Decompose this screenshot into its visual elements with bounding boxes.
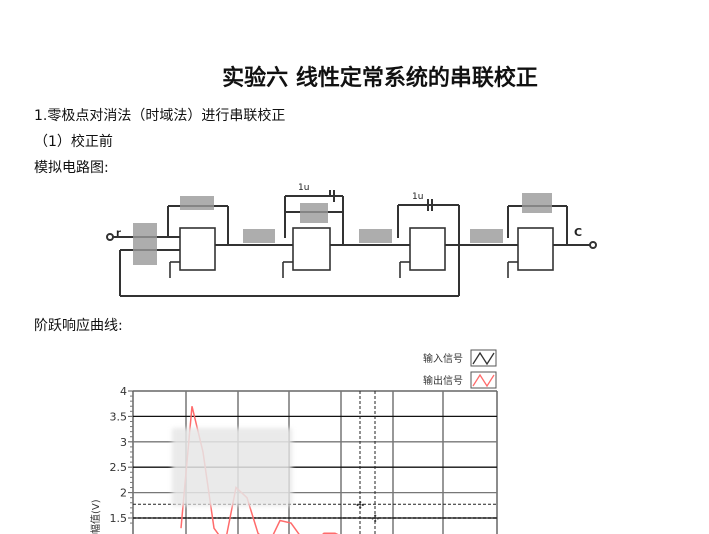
y-tick-label: 2 (120, 487, 127, 500)
legend-line-icon (472, 351, 495, 366)
y-tick-label: 3.5 (110, 410, 128, 423)
legend-label: 输入信号 (423, 352, 463, 365)
legend-label: 输出信号 (423, 374, 463, 387)
circuit-label: 模拟电路图: (34, 160, 109, 176)
page-title: 实验六 线性定常系统的串联校正 (222, 66, 538, 91)
redacted-overlay (172, 428, 292, 506)
output-label: C (574, 226, 582, 239)
input-label: r (116, 228, 121, 239)
y-tick-label: 1.5 (110, 512, 128, 525)
cursor-marker: ✣ (356, 500, 364, 511)
y-tick-label: 4 (120, 385, 127, 398)
section-heading: 1.零极点对消法（时域法）进行串联校正 (34, 108, 286, 124)
resistors-blurred (133, 193, 552, 265)
response-label: 阶跃响应曲线: (34, 318, 123, 334)
y-axis-label: 幅值(V) (89, 499, 102, 534)
op-amps (169, 227, 554, 278)
cursor-marker: ✣ (371, 514, 379, 525)
y-tick-label: 3 (120, 436, 127, 449)
capacitor-label: 1u (412, 192, 423, 202)
legend-line-icon (472, 373, 495, 388)
capacitor-label: 1u (298, 183, 309, 193)
y-tick-label: 2.5 (110, 461, 128, 474)
subsection-heading: （1）校正前 (34, 134, 113, 150)
